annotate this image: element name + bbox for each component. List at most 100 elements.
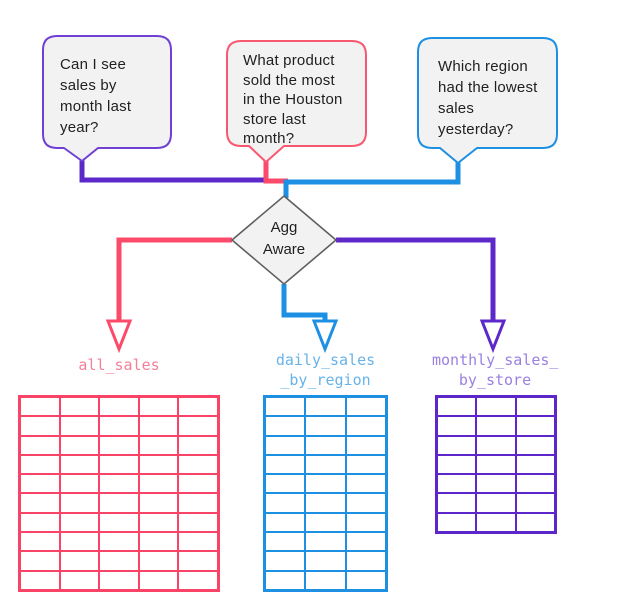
table-cell bbox=[21, 455, 59, 474]
connector-to-daily-sales bbox=[281, 284, 328, 321]
table-cell bbox=[179, 552, 217, 570]
table-grid-monthly-sales-by-store bbox=[435, 395, 557, 534]
decision-diamond bbox=[230, 194, 338, 286]
speech-bubble-question1 bbox=[42, 35, 172, 162]
table-cell bbox=[21, 552, 59, 570]
table-cell bbox=[516, 513, 554, 531]
table-cell bbox=[438, 475, 476, 493]
table-cell bbox=[306, 436, 345, 454]
table-cell bbox=[60, 398, 99, 416]
table-cell bbox=[346, 475, 385, 493]
table-cell bbox=[179, 533, 217, 551]
table-cell bbox=[306, 494, 345, 512]
table-cell bbox=[139, 552, 178, 570]
table-cell bbox=[21, 398, 59, 416]
table-cell bbox=[266, 455, 305, 474]
table-cell bbox=[346, 552, 385, 570]
table-cell bbox=[477, 417, 515, 435]
table-cell bbox=[139, 455, 178, 474]
table-cell bbox=[346, 398, 385, 416]
table-cell bbox=[306, 455, 345, 474]
table-cell bbox=[60, 417, 99, 435]
table-cell bbox=[21, 417, 59, 435]
connector-question1 bbox=[79, 158, 268, 183]
table-cell bbox=[346, 494, 385, 512]
table-cell bbox=[100, 475, 138, 493]
table-cell bbox=[477, 475, 515, 493]
table-cell bbox=[100, 513, 138, 532]
table-cell bbox=[266, 436, 305, 454]
table-cell bbox=[60, 533, 99, 551]
table-cell bbox=[139, 417, 178, 435]
table-cell bbox=[438, 494, 476, 512]
speech-bubble-question2 bbox=[226, 40, 367, 163]
arrowhead-all-sales bbox=[105, 319, 133, 354]
table-cell bbox=[60, 475, 99, 493]
table-cell bbox=[100, 455, 138, 474]
table-cell bbox=[306, 417, 345, 435]
table-cell bbox=[438, 513, 476, 531]
table-cell bbox=[346, 455, 385, 474]
table-cell bbox=[346, 533, 385, 551]
table-cell bbox=[266, 398, 305, 416]
table-cell bbox=[60, 571, 99, 589]
table-cell bbox=[139, 398, 178, 416]
table-cell bbox=[139, 571, 178, 589]
table-cell bbox=[60, 494, 99, 512]
table-cell bbox=[179, 475, 217, 493]
connector-to-all-sales bbox=[116, 237, 232, 321]
table-cell bbox=[346, 513, 385, 532]
table-cell bbox=[266, 533, 305, 551]
table-cell bbox=[266, 552, 305, 570]
table-cell bbox=[179, 436, 217, 454]
table-cell bbox=[438, 455, 476, 474]
question1-text: Can I see sales by month last year? bbox=[60, 56, 132, 136]
table-cell bbox=[438, 436, 476, 454]
table-cell bbox=[60, 436, 99, 454]
table-cell bbox=[346, 417, 385, 435]
table-cell bbox=[516, 417, 554, 435]
speech-bubble-question3 bbox=[417, 37, 558, 164]
table-cell bbox=[516, 475, 554, 493]
table-grid-daily-sales-by-region bbox=[263, 395, 388, 592]
question2-text: What product sold the most in the Housto… bbox=[243, 52, 343, 147]
arrowhead-daily-sales bbox=[311, 319, 339, 354]
table-cell bbox=[438, 398, 476, 416]
table-cell bbox=[179, 571, 217, 589]
table-cell bbox=[100, 436, 138, 454]
table-cell bbox=[21, 436, 59, 454]
table-cell bbox=[179, 455, 217, 474]
table-cell bbox=[21, 494, 59, 512]
decision-diamond-label: Agg Aware bbox=[262, 219, 306, 258]
table-cell bbox=[438, 417, 476, 435]
table-cell bbox=[266, 417, 305, 435]
table-cell bbox=[179, 513, 217, 532]
table-cell bbox=[346, 571, 385, 589]
table-cell bbox=[100, 398, 138, 416]
table-cell bbox=[477, 436, 515, 454]
table-label-all-sales: all_sales bbox=[78, 356, 160, 374]
table-cell bbox=[266, 494, 305, 512]
table-grid-all-sales bbox=[18, 395, 220, 592]
table-cell bbox=[306, 475, 345, 493]
table-cell bbox=[100, 494, 138, 512]
table-cell bbox=[179, 494, 217, 512]
table-cell bbox=[179, 398, 217, 416]
table-label-daily-sales-by-region: daily_sales _by_region bbox=[275, 351, 376, 389]
table-cell bbox=[139, 513, 178, 532]
table-cell bbox=[139, 533, 178, 551]
connector-to-monthly-sales bbox=[336, 237, 496, 321]
table-cell bbox=[516, 436, 554, 454]
table-cell bbox=[60, 552, 99, 570]
connector-question3 bbox=[283, 160, 461, 198]
table-cell bbox=[21, 475, 59, 493]
table-cell bbox=[179, 417, 217, 435]
table-cell bbox=[100, 552, 138, 570]
table-cell bbox=[306, 398, 345, 416]
table-cell bbox=[306, 533, 345, 551]
table-cell bbox=[21, 571, 59, 589]
table-cell bbox=[139, 475, 178, 493]
table-cell bbox=[21, 533, 59, 551]
question3-text: Which region had the lowest sales yester… bbox=[438, 58, 538, 138]
